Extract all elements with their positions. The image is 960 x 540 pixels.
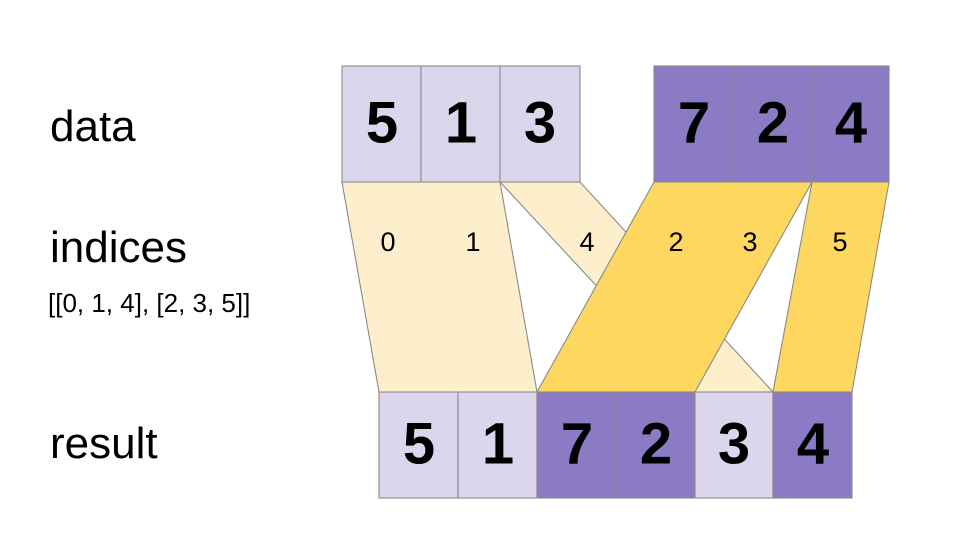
- result-value-0: 5: [403, 411, 435, 476]
- label-result: result: [50, 419, 158, 468]
- data-cell-5: [811, 65, 890, 183]
- result-cell-2: [536, 391, 617, 499]
- data-cell-2: [499, 65, 581, 183]
- data-cell-1: [420, 65, 501, 183]
- index-label-3: 3: [742, 227, 757, 257]
- index-label-2: 2: [668, 227, 683, 257]
- data-value-3: 7: [678, 90, 710, 155]
- result-cell-0: [378, 391, 459, 499]
- result-cell-1: [457, 391, 538, 499]
- label-indices-value: [[0, 1, 4], [2, 3, 5]]: [48, 288, 250, 318]
- result-value-2: 7: [561, 411, 593, 476]
- result-value-1: 1: [482, 411, 514, 476]
- data-value-4: 2: [757, 90, 789, 155]
- data-cell-0: [341, 65, 422, 183]
- label-data: data: [50, 102, 136, 151]
- result-value-4: 3: [718, 411, 750, 476]
- data-value-0: 5: [366, 90, 398, 155]
- data-value-1: 1: [445, 90, 477, 155]
- data-value-5: 4: [835, 90, 867, 155]
- index-label-5: 5: [832, 227, 847, 257]
- index-label-4: 4: [579, 227, 594, 257]
- result-cell-5: [772, 391, 853, 499]
- ribbon-index-0-1: [341, 181, 538, 393]
- result-value-5: 4: [797, 411, 829, 476]
- data-cell-4: [732, 65, 813, 183]
- label-indices: indices: [50, 223, 187, 272]
- index-label-0: 0: [380, 227, 395, 257]
- index-label-1: 1: [465, 227, 480, 257]
- result-cell-3: [615, 391, 696, 499]
- data-value-2: 3: [524, 90, 556, 155]
- result-value-3: 2: [640, 411, 672, 476]
- result-cell-4: [694, 391, 774, 499]
